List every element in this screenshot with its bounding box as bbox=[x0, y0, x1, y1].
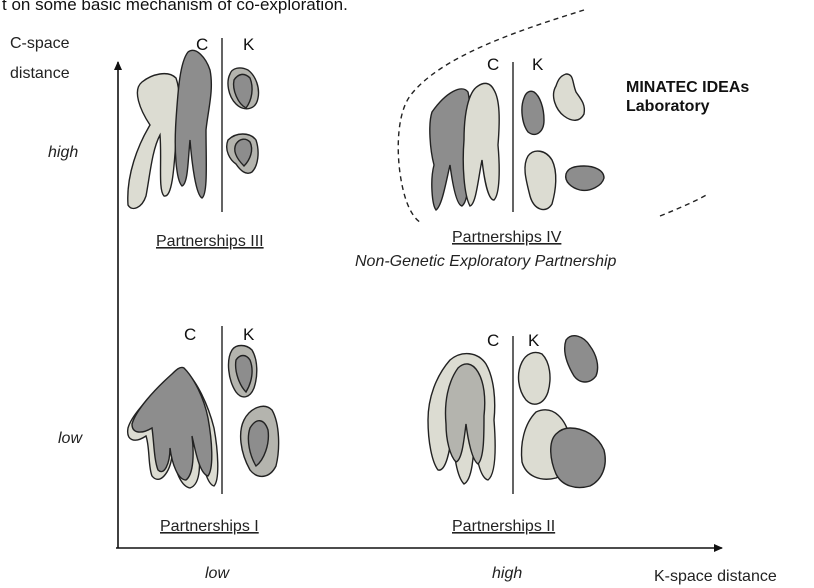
panel-i-c-shape-dark bbox=[131, 366, 213, 481]
panel-iv-subtitle: Non-Genetic Exploratory Partnership bbox=[355, 253, 617, 270]
lab-label-line1: MINATEC IDEAs bbox=[626, 79, 749, 96]
panel-i-k-shape-lower-dark bbox=[247, 420, 270, 468]
panel-ii-k-shape-upper-right bbox=[564, 335, 599, 383]
panel-ii-c-letter: C bbox=[487, 331, 499, 350]
panel-iv-c-shape-dark bbox=[429, 88, 471, 211]
lab-label-line2: Laboratory bbox=[626, 98, 710, 115]
panel-i-c-letter: C bbox=[184, 325, 196, 344]
panel-iv-k-shape-1 bbox=[521, 90, 545, 136]
panel-iv-k-shape-4 bbox=[565, 165, 605, 192]
panel-i-k-shape-upper-dark bbox=[234, 354, 253, 394]
panel-iii-c-shape-light bbox=[127, 72, 180, 210]
panel-i-k-letter: K bbox=[243, 325, 255, 344]
panel-iii-c-shape-dark bbox=[174, 49, 213, 199]
panel-partnerships-i: C K Partnerships I bbox=[127, 325, 280, 535]
panel-iii-k-shape-upper-dark bbox=[232, 73, 253, 109]
y-axis-label-line2: distance bbox=[10, 65, 70, 82]
panel-iii-c-letter: C bbox=[196, 35, 208, 54]
panel-iv-k-shape-2 bbox=[552, 73, 586, 121]
panel-iii-k-shape-lower-dark bbox=[234, 138, 253, 167]
panel-ii-k-shape-lower-dark bbox=[550, 427, 606, 489]
panel-partnerships-ii: C K Partnerships II bbox=[427, 331, 606, 535]
panel-iv-c-shape-light bbox=[462, 82, 500, 207]
panel-ii-k-letter: K bbox=[528, 331, 540, 350]
y-tick-high: high bbox=[48, 144, 78, 161]
panel-partnerships-iv: C K Partnerships IV Non-Genetic Explorat… bbox=[355, 9, 709, 270]
panel-iii-title: Partnerships III bbox=[156, 233, 264, 250]
top-text: t on some basic mechanism of co-explorat… bbox=[2, 0, 348, 14]
panel-ii-c-shape-mid bbox=[444, 363, 486, 465]
x-tick-low: low bbox=[205, 565, 230, 582]
y-axis-label-line1: C-space bbox=[10, 35, 70, 52]
x-tick-high: high bbox=[492, 565, 522, 582]
panel-partnerships-iii: C K Partnerships III bbox=[127, 35, 264, 250]
y-tick-low: low bbox=[58, 430, 83, 447]
panel-iv-c-letter: C bbox=[487, 55, 499, 74]
panel-iv-title: Partnerships IV bbox=[452, 229, 562, 246]
panel-i-title: Partnerships I bbox=[160, 518, 259, 535]
panel-ii-k-shape-upper bbox=[517, 351, 551, 405]
panel-iii-k-letter: K bbox=[243, 35, 255, 54]
panel-iv-k-shape-3 bbox=[524, 150, 557, 211]
panel-iv-dashed-boundary-right bbox=[659, 193, 709, 217]
panel-ii-title: Partnerships II bbox=[452, 518, 555, 535]
panel-iv-k-letter: K bbox=[532, 55, 544, 74]
x-axis-label: K-space distance bbox=[654, 568, 777, 585]
